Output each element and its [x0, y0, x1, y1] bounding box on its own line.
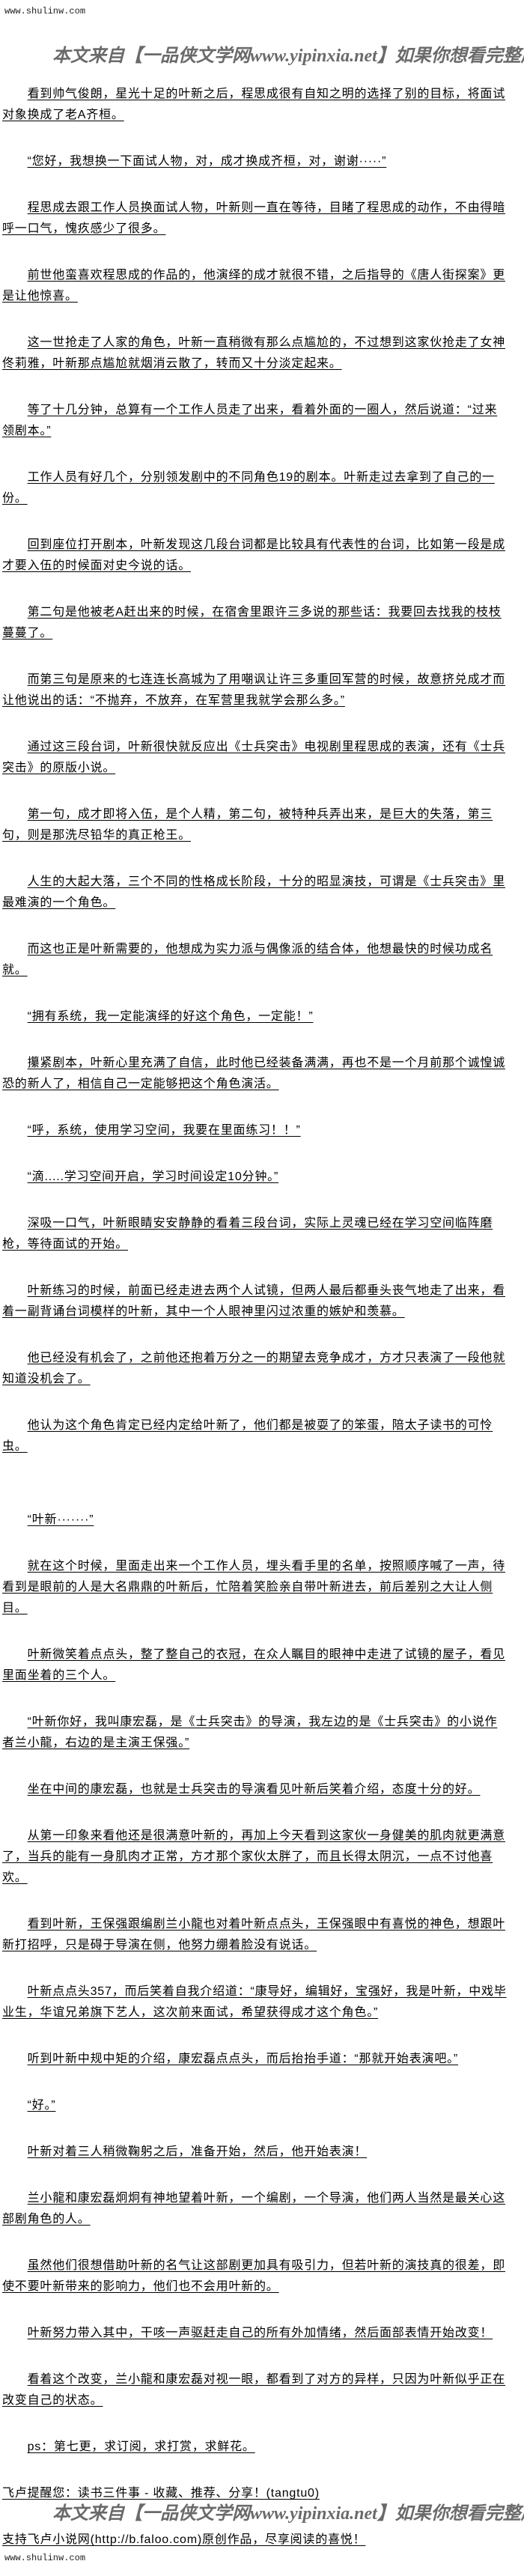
paragraph: 叶新练习的时候，前面已经走进去两个人试镜，但两人最后都垂头丧气地走了出来，看着一… — [2, 1284, 505, 1318]
paragraph: “叶新你好，我叫康宏磊，是《士兵突击》的导演，我左边的是《士兵突击》的小说作者兰… — [2, 1716, 498, 1749]
watermark-banner-bottom: 本文来自【一品侠文学网www.yipinxia.net】如果你想看完整版小说，请 — [52, 2504, 524, 2524]
paragraph: 这一世抢走了人家的角色，叶新一直稍微有那么点尴尬的，不过想到这家伙抢走了女神佟莉… — [2, 336, 505, 370]
paragraph: 他已经没有机会了，之前他还抱着万分之一的期望去竞争成才，方才只表演了一段他就知道… — [2, 1352, 505, 1385]
paragraph: 工作人员有好几个，分别领发剧中的不同角色19的剧本。叶新走过去拿到了自己的一份。 — [2, 471, 495, 505]
paragraph: “滴.....学习空间开启，学习时间设定10分钟。” — [27, 1170, 279, 1183]
paragraph: 看到帅气俊朗，星光十足的叶新之后，程思成很有自知之明的选择了别的目标，将面试对象… — [2, 88, 505, 121]
paragraph: 前世他蛮喜欢程思成的作品的，他演绎的成才就很不错，之后指导的《唐人街探案》更是让… — [2, 269, 505, 303]
site-url-footer: www.shulinw.com — [4, 2553, 86, 2563]
paragraph: 叶新微笑着点点头，整了整自己的衣冠，在众人瞩目的眼神中走进了试镜的屋子，看见里面… — [2, 1648, 505, 1682]
paragraph: 人生的大起大落，三个不同的性格成长阶段，十分的昭显演技，可谓是《士兵突击》里最难… — [2, 875, 505, 909]
paragraph: 叶新努力带入其中，干咳一声驱赶走自己的所有外加情绪，然后面部表情开始改变！ — [27, 2327, 493, 2339]
paragraph: 叶新对着三人稍微鞠躬之后，准备开始，然后，他开始表演！ — [27, 2145, 368, 2158]
paragraph: 回到座位打开剧本，叶新发现这几段台词都是比较具有代表性的台词，比如第一段是成才要… — [2, 538, 505, 572]
footer-reminder: 飞卢提醒您：读书三件事 - 收藏、推荐、分享！(tangtu0) — [2, 2487, 320, 2500]
paragraph: 看到叶新，王保强跟编剧兰小龍也对着叶新点点头，王保强眼中有喜悦的神色，想跟叶新打… — [2, 1918, 505, 1951]
paragraph: 兰小龍和康宏磊炯炯有神地望着叶新，一个编剧，一个导演，他们两人当然是最关心这部剧… — [2, 2192, 505, 2226]
paragraph: 而第三句是原来的七连连长高城为了用嘲讽让许三多重回军营的时候，故意挤兑成才而让他… — [2, 673, 505, 707]
paragraph: 看着这个改变，兰小龍和康宏磊对视一眼，都看到了对方的异样，只因为叶新似乎正在改变… — [2, 2373, 505, 2407]
paragraph: 坐在中间的康宏磊，也就是士兵突击的导演看见叶新后笑着介绍，态度十分的好。 — [27, 1783, 481, 1796]
paragraph: 就在这个时候，里面走出来一个工作人员，埋头看手里的名单，按照顺序喊了一声，待看到… — [2, 1560, 505, 1614]
footer-support-link[interactable]: 支持飞卢小说网(http://b.faloo.com)原创作品，尽享阅读的喜悦！ — [2, 2533, 366, 2546]
paragraph: 程思成去跟工作人员换面试人物，叶新则一直在等待，目睹了程思成的动作，不由得暗呼一… — [2, 201, 505, 235]
paragraph: “呼，系统，使用学习空间，我要在里面练习！！” — [27, 1124, 301, 1137]
paragraph: 而这也正是叶新需要的，他想成为实力派与偶像派的结合体，他想最快的时候功成名就。 — [2, 943, 493, 976]
paragraph: 他认为这个角色肯定已经内定给叶新了，他们都是被耍了的笨蛋，陪太子读书的可怜虫。 — [2, 1419, 493, 1453]
paragraph: 第二句是他被老A赶出来的时候，在宿舍里跟许三多说的那些话：我要回去找我的枝枝蔓蔓… — [2, 606, 502, 640]
paragraph: “叶新·······” — [27, 1513, 94, 1526]
paragraph: 虽然他们很想借助叶新的名气让这部剧更加具有吸引力，但若叶新的演技真的很差，即使不… — [2, 2259, 505, 2293]
paragraph: ps：第七更，求订阅，求打赏，求鲜花。 — [27, 2440, 255, 2453]
paragraph: “您好，我想换一下面试人物，对，成才换成齐桓，对，谢谢·····” — [27, 155, 387, 168]
paragraph: “好。” — [27, 2099, 56, 2112]
site-url-header: www.shulinw.com — [4, 6, 86, 16]
paragraph: 等了十几分钟，总算有一个工作人员走了出来，看着外面的一圈人，然后说道：“过来领剧… — [2, 404, 498, 437]
paragraph: 叶新点点头357，而后笑着自我介绍道：“康导好，编辑好，宝强好，我是叶新，中戏毕… — [2, 1985, 507, 2019]
paragraph: 听到叶新中规中矩的介绍，康宏磊点点头，而后抬抬手道：“那就开始表演吧。” — [27, 2053, 459, 2065]
paragraph: 第一句，成才即将入伍，是个人精，第二句，被特种兵弄出来，是巨大的失落，第三句，则… — [2, 808, 493, 842]
paragraph: 通过这三段台词，叶新很快就反应出《士兵突击》电视剧里程思成的表演，还有《士兵突击… — [2, 741, 505, 774]
chapter-body: 看到帅气俊朗，星光十足的叶新之后，程思成很有自知之明的选择了别的目标，将面试对象… — [2, 84, 508, 2576]
watermark-banner-top: 本文来自【一品侠文学网www.yipinxia.net】如果你想看完整版小说，请 — [52, 46, 524, 66]
paragraph: “拥有系统，我一定能演绎的好这个角色，一定能！” — [27, 1010, 314, 1023]
paragraph: 深吸一口气，叶新眼睛安安静静的看着三段台词，实际上灵魂已经在学习空间临阵磨枪，等… — [2, 1217, 493, 1251]
paragraph: 攥紧剧本，叶新心里充满了自信，此时他已经装备满满，再也不是一个月前那个诚惶诚恐的… — [2, 1057, 505, 1090]
paragraph: 从第一印象来看他还是很满意叶新的，再加上今天看到这家伙一身健美的肌肉就更满意了，… — [2, 1829, 505, 1884]
